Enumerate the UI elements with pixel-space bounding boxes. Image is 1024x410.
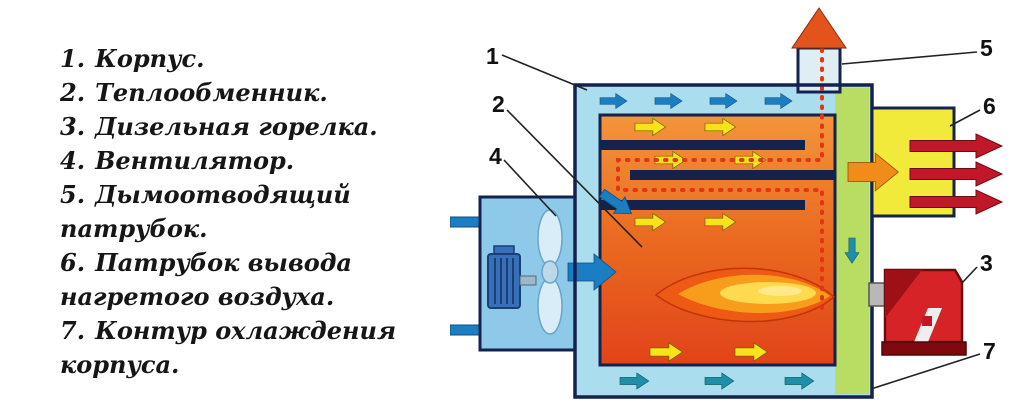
heated-air-out-arrows xyxy=(909,133,1003,215)
legend-label-5: Дымоотводящий патрубок. xyxy=(60,180,351,243)
legend-item-1: 1. Корпус. xyxy=(60,42,405,76)
callout-5: 5 xyxy=(980,35,993,61)
burner-base xyxy=(881,341,967,356)
legend-label-6: Патрубок вывода нагретого воздуха. xyxy=(60,248,352,311)
legend-num-3: 3. xyxy=(60,112,86,141)
callout-7: 7 xyxy=(983,338,996,364)
legend-label-4: Вентилятор. xyxy=(95,146,295,175)
heat-exchanger xyxy=(598,113,837,367)
fan-motor-icon xyxy=(487,245,537,309)
legend-num-1: 1. xyxy=(60,44,86,73)
legend-item-3: 3. Дизельная горелка. xyxy=(60,110,405,144)
legend-num-2: 2. xyxy=(60,78,86,107)
callouts: 1 2 4 5 6 3 7 xyxy=(486,35,996,390)
legend-item-5: 5.Дымоотводящий патрубок. xyxy=(60,178,405,246)
legend-num-4: 4. xyxy=(60,146,86,175)
diesel-burner xyxy=(868,268,967,356)
legend-item-4: 4. Вентилятор. xyxy=(60,144,405,178)
exhaust-gas-path xyxy=(616,48,824,310)
legend-item-6: 6.Патрубок вывода нагретого воздуха. xyxy=(60,246,405,314)
hot-air-outlet-duct xyxy=(847,106,1003,218)
callout-3: 3 xyxy=(980,250,993,276)
legend-label-7: Контур охлаждения корпуса. xyxy=(60,316,397,379)
legend-label-2: Теплообменник. xyxy=(95,78,328,107)
legend-num-7: 7. xyxy=(60,316,86,345)
fan-blades-icon xyxy=(537,209,563,335)
callout-2: 2 xyxy=(492,91,505,117)
heater-diagram: 1 2 4 5 6 3 7 xyxy=(450,7,1003,399)
legend-num-6: 6. xyxy=(60,248,86,277)
legend-label-1: Корпус. xyxy=(95,44,205,73)
legend-item-2: 2. Теплообменник. xyxy=(60,76,405,110)
burner-flame-icon xyxy=(654,267,836,323)
legend: 1. Корпус. 2. Теплообменник. 3. Дизельная г… xyxy=(60,42,405,382)
exchanger-baffles xyxy=(600,140,835,210)
casing-border xyxy=(573,83,874,399)
callout-1: 1 xyxy=(486,43,499,69)
legend-label-3: Дизельная горелка. xyxy=(95,112,378,141)
heater-body xyxy=(567,7,874,399)
callout-4: 4 xyxy=(489,143,502,169)
chimney-exhaust-arrow-icon xyxy=(791,7,847,49)
callout-6: 6 xyxy=(983,93,996,119)
legend-num-5: 5. xyxy=(60,180,86,209)
legend-item-7: 7.Контур охлаждения корпуса. xyxy=(60,314,405,382)
fan-assembly xyxy=(478,195,577,352)
